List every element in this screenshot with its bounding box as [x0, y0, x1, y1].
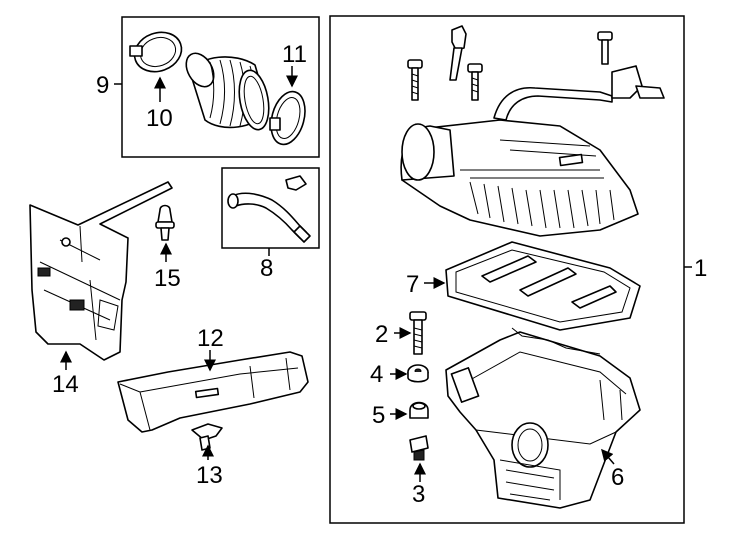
- callout-8: 8: [260, 255, 273, 282]
- callout-2: 2: [375, 321, 388, 348]
- callout-5: 5: [372, 402, 385, 429]
- callout-13: 13: [196, 462, 223, 489]
- callout-labels: 1 2 3 4 5 6 7 8 9 10 11 12 13 14 15: [52, 41, 707, 508]
- washer-4-drawing: [407, 364, 429, 383]
- callout-6: 6: [611, 464, 624, 491]
- duct-12-drawing: [117, 351, 309, 433]
- bolts-top-drawing: [407, 25, 613, 101]
- group-box-main: [329, 15, 685, 524]
- callout-3: 3: [412, 481, 425, 508]
- bracket-14-drawing: [29, 181, 173, 361]
- callout-7: 7: [406, 271, 419, 298]
- intake-hose-drawing: [185, 52, 270, 131]
- lower-housing-drawing: [445, 327, 641, 509]
- air-cleaner-cover-drawing: [400, 65, 665, 237]
- group-box-9: [121, 16, 320, 158]
- push-pin-13-drawing: [191, 423, 223, 451]
- nut-3-drawing: [409, 435, 429, 461]
- callout-4: 4: [370, 361, 383, 388]
- callout-14: 14: [52, 371, 79, 398]
- leader-lines: [60, 66, 692, 482]
- grommet-5-drawing: [409, 401, 429, 419]
- air-filter-drawing: [445, 241, 641, 331]
- callout-9: 9: [96, 72, 109, 99]
- clamp-11-drawing: [269, 90, 306, 146]
- clamp-10-drawing: [129, 31, 183, 73]
- hose-8-drawing: [227, 175, 311, 243]
- bolt-2-drawing: [409, 311, 427, 355]
- callout-11: 11: [282, 41, 307, 68]
- push-pin-15-drawing: [155, 204, 175, 241]
- callout-15: 15: [154, 265, 181, 292]
- callout-10: 10: [146, 105, 173, 132]
- callout-1: 1: [694, 255, 707, 282]
- callout-12: 12: [197, 325, 224, 352]
- leader-6: [601, 448, 615, 465]
- group-box-8: [221, 167, 320, 249]
